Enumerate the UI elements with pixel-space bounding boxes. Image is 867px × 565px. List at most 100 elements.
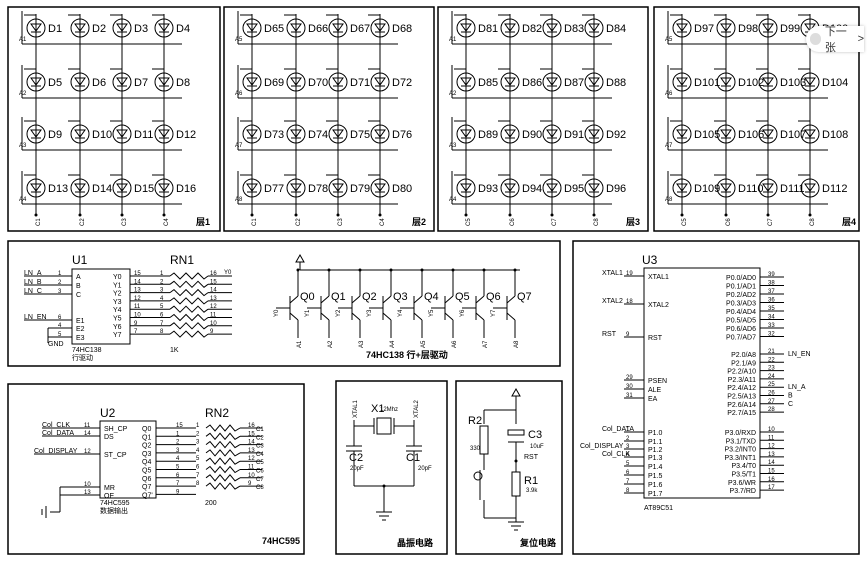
rn2-pin: 15 <box>248 431 255 437</box>
diode-label: D65 <box>264 23 284 35</box>
column-node <box>336 213 340 217</box>
u3-pin-num: 31 <box>626 393 633 399</box>
rn2-pin: 2 <box>196 431 200 437</box>
transistor-label: Q0 <box>300 291 315 303</box>
diode-label: D75 <box>350 129 370 141</box>
led-anode-triangle <box>290 23 302 32</box>
u3-pin-num: 5 <box>626 461 630 467</box>
rn2-resistor <box>205 482 241 490</box>
led-anode-triangle <box>374 129 386 138</box>
column-node <box>162 213 166 217</box>
u2-pin-num: 12 <box>84 449 91 455</box>
led-anode-triangle <box>74 183 86 192</box>
u1-pin-name: E1 <box>76 318 85 325</box>
diode-label: D104 <box>822 77 848 89</box>
led <box>370 69 390 95</box>
diode-label: D73 <box>264 129 284 141</box>
column-net-label: C1 <box>256 427 264 433</box>
led-anode-triangle <box>588 183 600 192</box>
u2-out-pin: Q0 <box>142 426 151 433</box>
transistor-label: Q5 <box>455 291 470 303</box>
row-driver-panel <box>7 240 561 367</box>
transistor-label: Q7 <box>517 291 532 303</box>
u3-pin-num: 10 <box>768 427 775 433</box>
diode-label: D84 <box>606 23 626 35</box>
led-anode-triangle <box>546 183 558 192</box>
c2-value: 20pF <box>350 466 364 472</box>
led-anode-triangle <box>290 183 302 192</box>
u3-pin-num: 15 <box>768 469 775 475</box>
net-label: LN_C <box>24 288 42 295</box>
led <box>112 121 132 147</box>
led <box>500 15 520 41</box>
u3-pin-num: 2 <box>626 436 630 442</box>
u3-pin-num: 12 <box>768 444 775 450</box>
diode-label: D8 <box>176 77 190 89</box>
led-anode-triangle <box>246 23 258 32</box>
led-anode-triangle <box>460 183 472 192</box>
rn2-pin: 7 <box>196 473 200 479</box>
led-anode-triangle <box>676 183 688 192</box>
rn2-pin: 8 <box>196 481 200 487</box>
led-anode-triangle <box>116 183 128 192</box>
u2-out-num: 7 <box>176 481 180 487</box>
anode-label: A5 <box>235 37 243 43</box>
column-label: C3 <box>338 218 344 226</box>
layer4-panel <box>653 6 860 232</box>
diode-label: D93 <box>478 183 498 195</box>
anode-label: A7 <box>235 143 243 149</box>
next-image-button[interactable]: 下一张 > <box>806 26 864 54</box>
u3-pin-name: P1.4 <box>648 464 663 471</box>
diode-label: D94 <box>522 183 542 195</box>
net-label: LN_B <box>24 279 42 286</box>
led <box>70 121 90 147</box>
u3-pin-num: 33 <box>768 323 775 329</box>
u1-pin-num: 3 <box>58 289 62 295</box>
u2-out-num: 3 <box>176 448 180 454</box>
led <box>800 175 820 201</box>
rn1-resistor <box>169 280 209 289</box>
led-anode-triangle <box>158 129 170 138</box>
u1-out-num: 15 <box>134 271 141 277</box>
rn2-resistor <box>205 474 241 482</box>
column-label: C8 <box>594 218 600 226</box>
led <box>500 121 520 147</box>
u1-out-num: 13 <box>134 288 141 294</box>
u3-pin-name: P3.3/INT1 <box>724 455 756 462</box>
c3-value: 10uF <box>530 444 544 450</box>
led <box>242 175 262 201</box>
led <box>800 69 820 95</box>
diode-label: D80 <box>392 183 412 195</box>
r2-body <box>479 425 489 455</box>
transistor-collector <box>444 295 454 304</box>
xtal1-label: XTAL1 <box>353 399 359 418</box>
led-anode-triangle <box>762 129 774 138</box>
led-anode-triangle <box>804 183 816 192</box>
diode-label: D1 <box>48 23 62 35</box>
crystal-caption: 晶振电路 <box>397 537 434 548</box>
crystal-ref: X1 <box>371 403 384 415</box>
u3-pin-num: 28 <box>768 407 775 413</box>
u2-pin-name: SH_CP <box>104 426 128 433</box>
led-anode-triangle <box>158 77 170 86</box>
u3-pin-name: P2.5/A13 <box>727 394 756 401</box>
led-anode-triangle <box>720 129 732 138</box>
led-anode-triangle <box>332 23 344 32</box>
led <box>584 15 604 41</box>
diode-label: D90 <box>522 129 542 141</box>
u3-pin-name: XTAL1 <box>648 274 669 281</box>
led <box>370 15 390 41</box>
column-node <box>680 213 684 217</box>
diode-label: D10 <box>92 129 112 141</box>
u3-net-label: Col_DATA <box>602 426 634 433</box>
led <box>328 69 348 95</box>
led <box>672 175 692 201</box>
u2-out-num: 1 <box>176 431 180 437</box>
u3-net-label: XTAL2 <box>602 298 623 305</box>
u3-pin-name: P0.4/AD4 <box>726 309 756 316</box>
led-anode-triangle <box>720 77 732 86</box>
rn2-pin: 6 <box>196 465 200 471</box>
base-label: Y1 <box>305 309 311 317</box>
u1-part: 74HC138 <box>72 347 102 354</box>
led-anode-triangle <box>74 129 86 138</box>
